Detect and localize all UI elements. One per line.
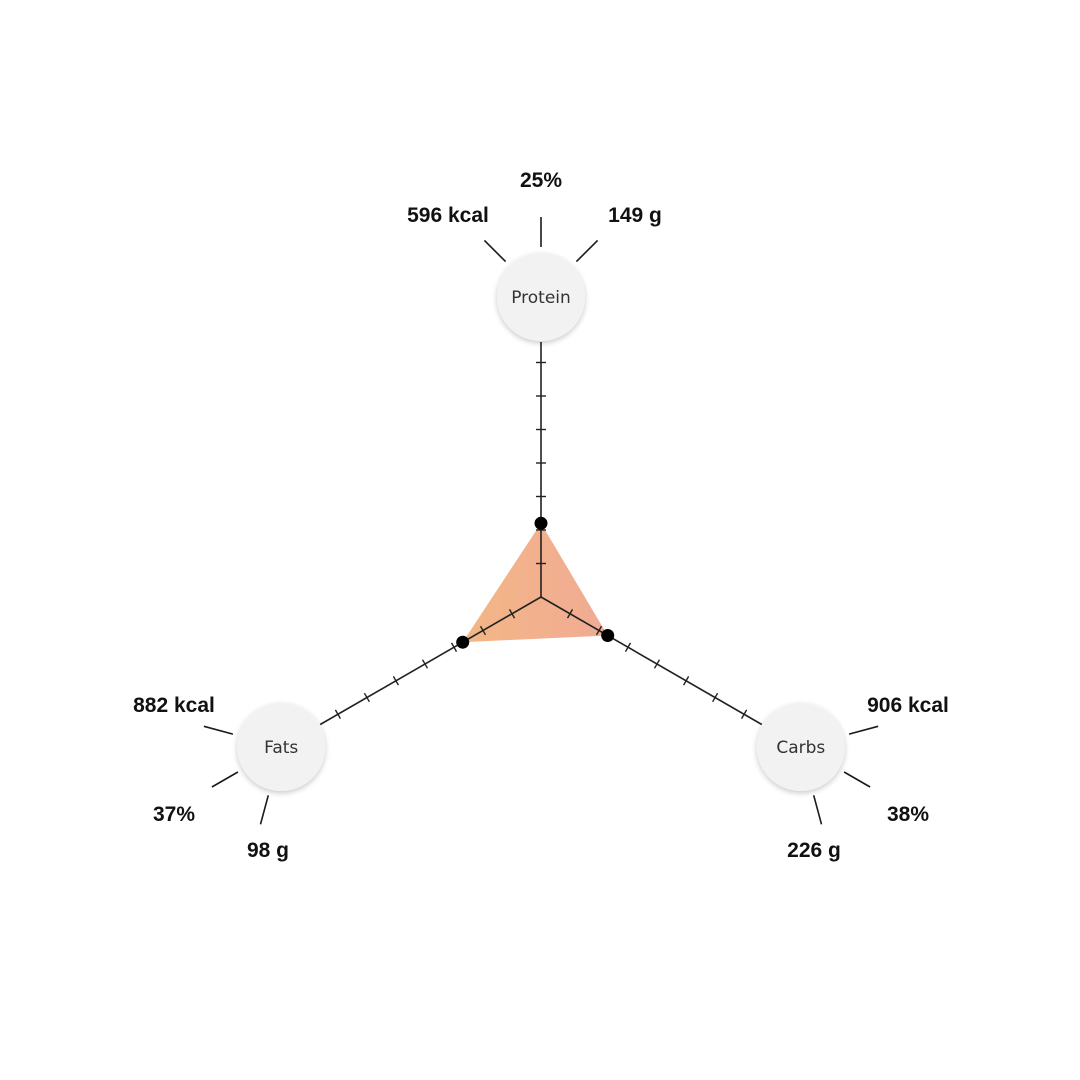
fats-axis-tick (392, 676, 400, 686)
carbs-kcal-label: 906 kcal (867, 694, 949, 717)
protein-connector-2 (575, 239, 599, 263)
carbs-node: Carbs (756, 703, 845, 791)
value-area-layer (462, 523, 608, 643)
carbs-axis-line (540, 596, 763, 726)
carbs-node-bubble (756, 703, 845, 791)
fats-axis-tick (421, 659, 429, 669)
carbs-connector-2 (812, 795, 823, 825)
fats-axis-line (319, 596, 542, 726)
protein-node: Protein (497, 253, 585, 341)
carbs-axis-tick (595, 625, 603, 636)
protein-percent-label: 25% (520, 169, 562, 192)
fats-axis-name: Fats (264, 738, 298, 758)
protein-value-point (534, 516, 548, 530)
fats-axis-tick (450, 642, 458, 652)
carbs-grams-label: 226 g (787, 839, 841, 862)
fats-grams-label: 98 g (247, 839, 289, 862)
protein-grams-label: 149 g (608, 204, 662, 227)
protein-node-bubble (497, 253, 585, 341)
fats-percent-label: 37% (153, 803, 195, 826)
fats-axis-tick (508, 609, 516, 619)
axes-layer (319, 342, 763, 726)
value-area (462, 523, 608, 643)
fats-axis-tick (479, 625, 487, 636)
fats-node-bubble (237, 703, 326, 791)
carbs-connector-1 (843, 771, 871, 788)
carbs-value-point (601, 629, 615, 642)
fats-connector-1 (211, 771, 239, 788)
carbs-axis-tick (653, 659, 661, 669)
stat-labels-layer: 25% 596 kcal 149 g 906 kcal 38% 226 g 88… (133, 169, 949, 862)
protein-kcal-label: 596 kcal (407, 204, 489, 227)
carbs-axis-tick (624, 642, 632, 652)
fats-axis-tick (363, 692, 371, 703)
fats-connector-2 (203, 725, 234, 735)
fats-value-point (456, 635, 470, 649)
protein-connector-0 (483, 239, 507, 263)
fats-node: Fats (237, 703, 326, 791)
carbs-axis-tick (682, 676, 690, 686)
carbs-axis-tick (740, 709, 748, 719)
carbs-axis-name: Carbs (776, 738, 825, 758)
carbs-axis-tick (711, 692, 719, 703)
carbs-axis-tick (566, 609, 574, 619)
protein-axis-name: Protein (511, 288, 571, 308)
value-points-layer (456, 516, 615, 649)
fats-connector-0 (259, 795, 270, 825)
fats-kcal-label: 882 kcal (133, 694, 215, 717)
fats-axis-tick (334, 709, 342, 719)
carbs-connector-0 (848, 725, 879, 735)
carbs-percent-label: 38% (887, 803, 929, 826)
